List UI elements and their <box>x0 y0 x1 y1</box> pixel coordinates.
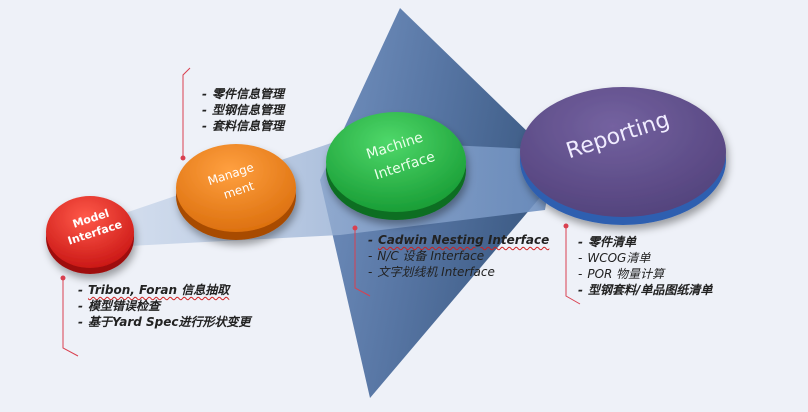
list-item: -零件信息管理 <box>202 87 284 101</box>
model-items: -Tribon, Foran 信息抽取 -模型错误检查 -基于Yard Spec… <box>78 282 251 330</box>
leader-line-machine <box>354 228 371 297</box>
machine-items: -Cadwin Nesting Interface -N/C 设备 Interf… <box>368 232 549 280</box>
list-item: -型钢套料/单品图纸清单 <box>578 283 713 297</box>
list-item: -POR 物量计算 <box>578 267 665 281</box>
leader-dot-machine <box>352 225 358 231</box>
leader-lines <box>62 67 581 357</box>
list-item: -型钢信息管理 <box>202 103 284 117</box>
management-items: -零件信息管理 -型钢信息管理 -套料信息管理 <box>202 86 284 134</box>
list-item: -套料信息管理 <box>202 119 284 133</box>
node-machine-interface: Machine Interface <box>326 112 466 220</box>
list-item: -模型错误检查 <box>78 299 160 313</box>
list-item: -基于Yard Spec进行形状变更 <box>78 315 251 329</box>
list-item: -Tribon, Foran 信息抽取 <box>78 283 230 297</box>
list-item: -N/C 设备 Interface <box>368 249 485 263</box>
list-item: -WCOG清单 <box>578 251 651 265</box>
leader-dot-reporting <box>563 223 569 229</box>
leader-line-model <box>62 278 79 357</box>
node-model-interface: Model Interface <box>46 196 134 274</box>
leader-line-reporting <box>565 226 581 305</box>
reporting-items: -零件清单 -WCOG清单 -POR 物量计算 -型钢套料/单品图纸清单 <box>578 234 712 298</box>
node-reporting: Reporting <box>520 87 726 225</box>
list-item: -零件清单 <box>578 235 636 249</box>
list-item: -文字划线机 Interface <box>368 265 495 279</box>
list-item: -Cadwin Nesting Interface <box>368 233 550 247</box>
node-management: Manage ment <box>176 144 296 240</box>
leader-dot-management <box>180 155 186 161</box>
leader-dot-model <box>60 275 66 281</box>
leader-line-management <box>182 67 191 158</box>
